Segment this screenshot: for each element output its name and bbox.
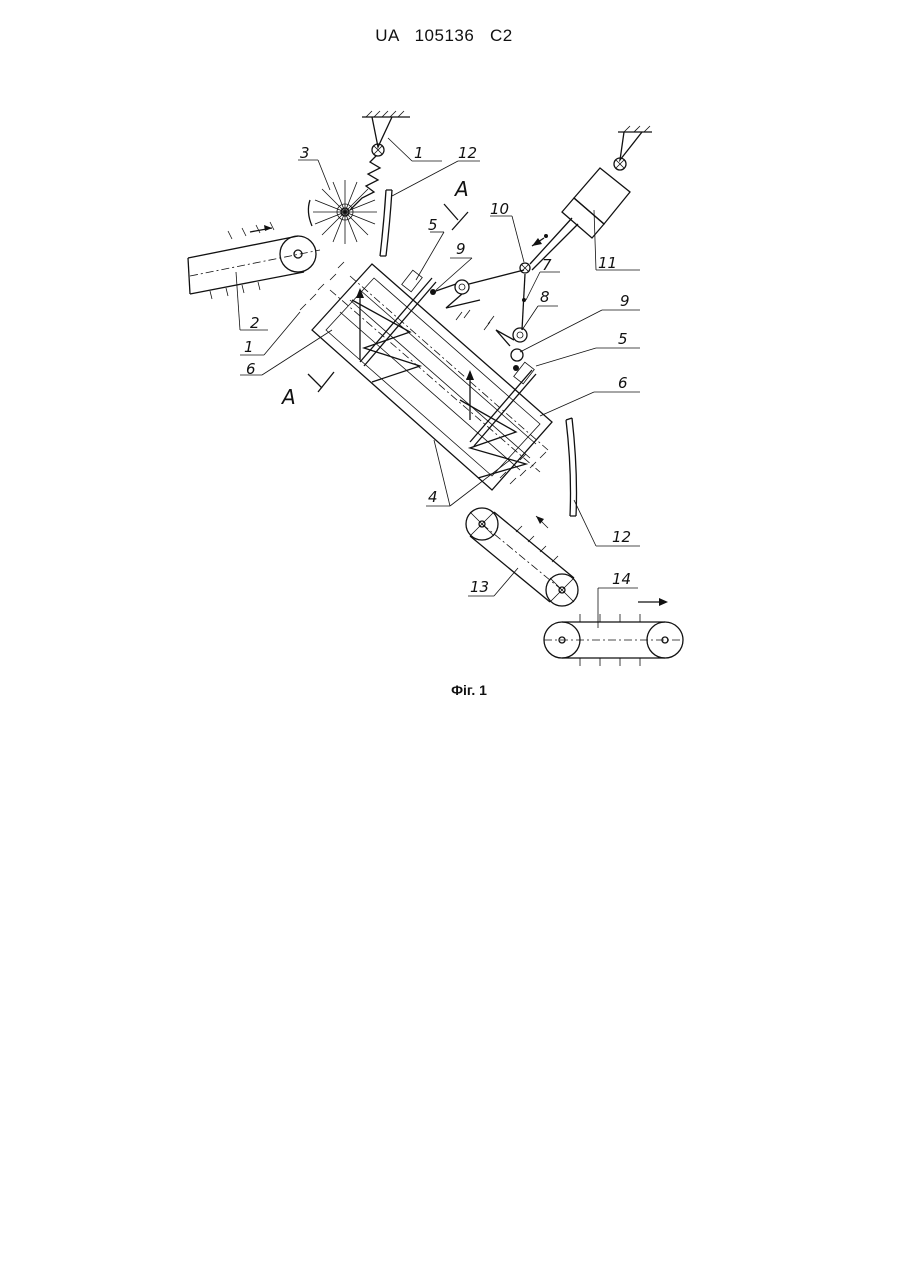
label-12-bottom: 12: [612, 528, 631, 546]
vibrator-linkage: [360, 263, 536, 446]
label-14: 14: [612, 570, 631, 588]
label-section-a-top: A: [453, 177, 469, 201]
label-1-left: 1: [244, 338, 254, 356]
label-9-right: 9: [620, 292, 630, 310]
figure-caption: Фіг. 1: [0, 682, 901, 698]
label-1-top: 1: [414, 144, 424, 162]
patent-header: UA 105136 C2: [0, 26, 888, 46]
label-5-right: 5: [618, 330, 628, 348]
label-5-top: 5: [428, 216, 438, 234]
technical-drawing-fig1: 1 12 3 A 10 5 9 7 11 8 9 5 6 2 1 6 A 4 1…: [170, 100, 700, 670]
label-9-top: 9: [456, 240, 466, 258]
label-2: 2: [250, 314, 260, 332]
deflector-12-upper: [380, 190, 392, 256]
leader-lines: [236, 138, 640, 628]
feed-conveyor-2: [188, 222, 320, 299]
top-support: [350, 111, 410, 210]
brush-rotor-3: [308, 180, 377, 244]
label-7: 7: [542, 256, 552, 274]
section-mark-a-lower: [318, 372, 334, 392]
label-section-a-bottom: A: [280, 385, 296, 409]
label-8: 8: [540, 288, 550, 306]
label-11: 11: [598, 254, 617, 272]
label-13: 13: [470, 578, 489, 596]
section-mark-a-upper: [452, 212, 468, 230]
label-10: 10: [490, 200, 509, 218]
label-6-right: 6: [618, 374, 628, 392]
label-6-left: 6: [246, 360, 256, 378]
cylinder-11: [530, 126, 652, 270]
label-12-top: 12: [458, 144, 477, 162]
label-3: 3: [300, 144, 310, 162]
label-4: 4: [428, 488, 438, 506]
conveyor-14: [544, 598, 683, 666]
